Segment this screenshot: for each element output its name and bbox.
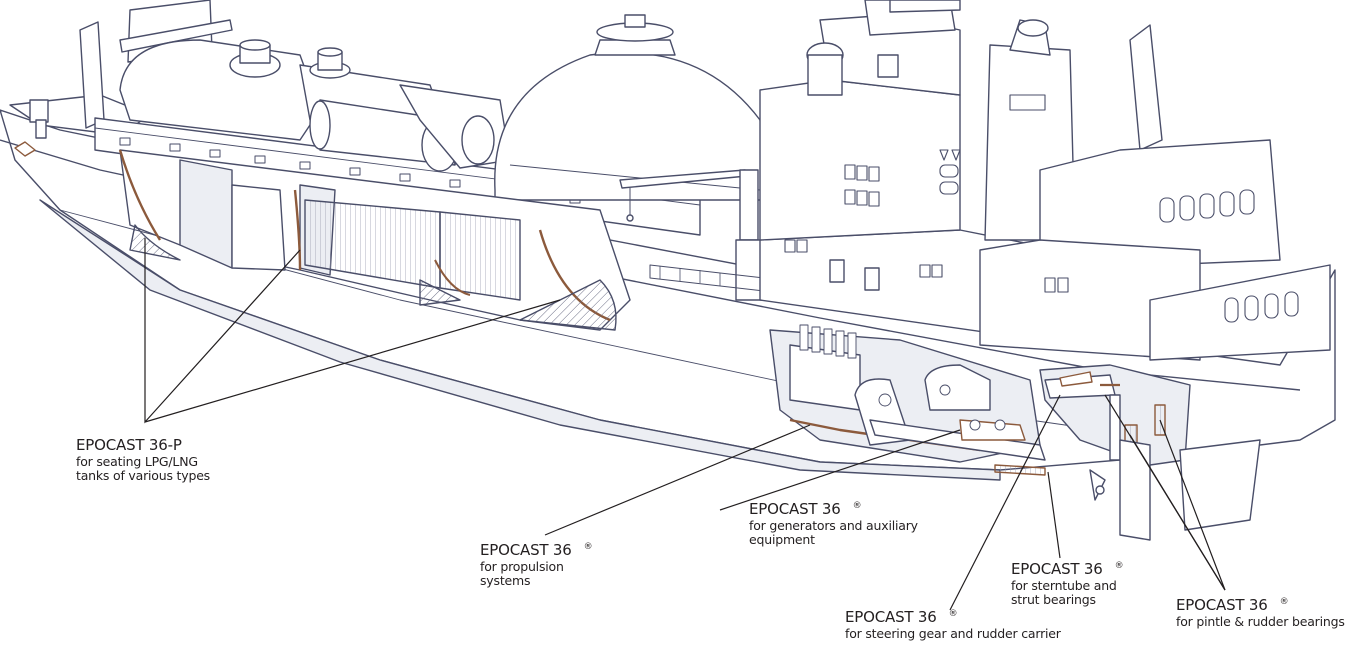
callout-title: EPOCAST 36 xyxy=(480,541,572,559)
callout-title: EPOCAST 36 xyxy=(845,608,937,626)
callout-title: EPOCAST 36 xyxy=(1011,560,1103,578)
tank-dome xyxy=(594,39,676,56)
callout-title-row: EPOCAST 36 ® xyxy=(1011,560,1124,579)
leader-generators xyxy=(719,429,961,511)
callout-desc-line: for pintle & rudder bearings xyxy=(1176,613,1345,629)
registered-mark: ® xyxy=(948,609,958,619)
callout-desc-line: for generators and auxiliary xyxy=(749,517,918,533)
callout-title: EPOCAST 36 xyxy=(1176,596,1268,614)
leader-sterntube xyxy=(1047,471,1061,559)
callout-generators: EPOCAST 36 ® for generators and auxiliary… xyxy=(749,500,918,548)
callout-title-row: EPOCAST 36 ® xyxy=(480,541,593,560)
callout-desc-line: equipment xyxy=(749,532,815,548)
aft-mast xyxy=(1129,24,1163,151)
registered-mark: ® xyxy=(852,501,862,511)
callout-desc-line: for sterntube and xyxy=(1011,577,1117,593)
bow-winch xyxy=(29,99,49,123)
rudder xyxy=(1119,439,1151,541)
bridge-top xyxy=(889,0,961,13)
callout-tank-seating: EPOCAST 36-P for seating LPG/LNG tanks o… xyxy=(76,436,210,484)
callout-propulsion: EPOCAST 36 ® for propulsion systems xyxy=(480,541,593,589)
callout-title-row: EPOCAST 36 ® xyxy=(1176,596,1345,615)
registered-mark: ® xyxy=(1114,561,1124,571)
callout-desc-line: systems xyxy=(480,573,531,589)
callout-desc-line: for seating LPG/LNG xyxy=(76,453,198,469)
callout-title: EPOCAST 36-P xyxy=(76,436,182,454)
callout-pintle: EPOCAST 36 ® for pintle & rudder bearings xyxy=(1176,596,1345,629)
leader-steering xyxy=(949,394,1061,611)
skeg xyxy=(1179,439,1261,531)
callout-desc-line: for steering gear and rudder carrier xyxy=(845,625,1061,641)
callout-title-row: EPOCAST 36 ® xyxy=(749,500,918,519)
callout-title: EPOCAST 36 xyxy=(749,500,841,518)
superstructure-mid xyxy=(759,79,961,241)
stern-block xyxy=(1149,264,1331,361)
callout-title-row: EPOCAST 36 ® xyxy=(845,608,1061,627)
registered-mark: ® xyxy=(583,542,593,552)
callout-desc-line: strut bearings xyxy=(1011,592,1096,608)
leader-lines xyxy=(144,238,1226,611)
callout-sterntube: EPOCAST 36 ® for sterntube and strut bear… xyxy=(1011,560,1124,608)
generator xyxy=(924,364,991,411)
registered-mark: ® xyxy=(1279,597,1289,607)
callout-steering: EPOCAST 36 ® for steering gear and rudder… xyxy=(845,608,1061,641)
bow-marker xyxy=(14,141,36,157)
callout-desc-line: for propulsion xyxy=(480,558,564,574)
hull-shadow xyxy=(39,199,1001,481)
leader-propulsion xyxy=(544,424,811,536)
propeller xyxy=(1089,469,1106,501)
callout-desc-line: tanks of various types xyxy=(76,468,210,484)
